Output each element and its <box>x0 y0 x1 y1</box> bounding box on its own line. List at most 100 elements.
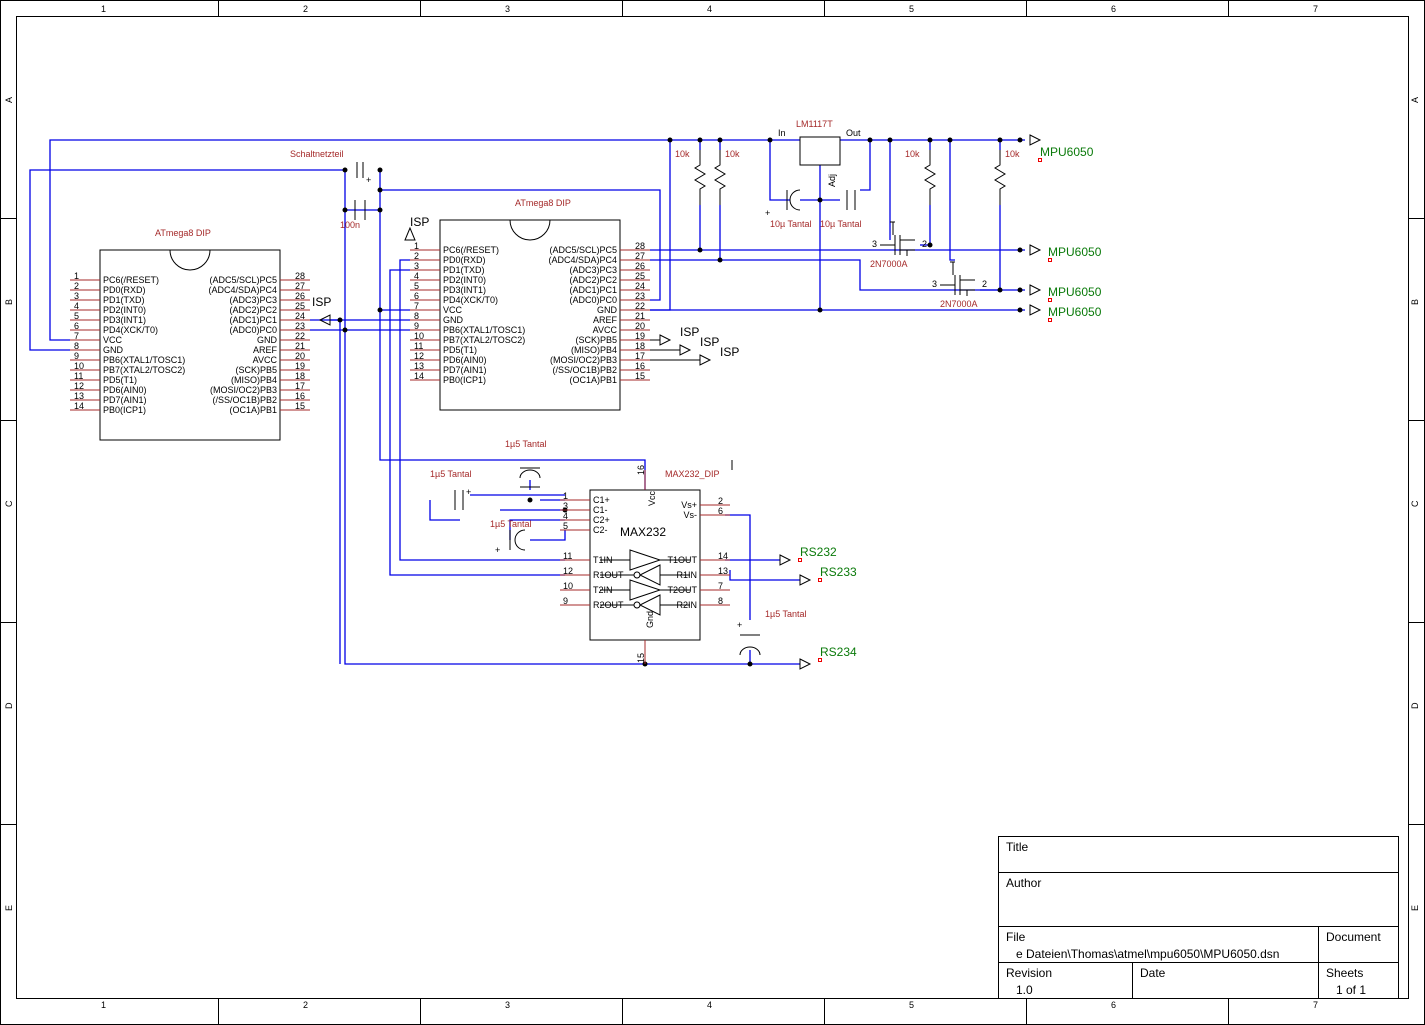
junction-dot <box>667 137 673 143</box>
net-rs233: RS233 <box>820 565 857 579</box>
ic2-pin-1-name: PC6(/RESET) <box>443 245 499 255</box>
ic1-pin-6-num: 6 <box>74 321 79 331</box>
ic1-pin-4-num: 4 <box>74 301 79 311</box>
max232-label: MAX232_DIP <box>665 469 720 479</box>
border-col-top: 6 <box>1111 4 1116 14</box>
r1-label: 10k <box>675 149 690 159</box>
border-row-left: C <box>4 500 14 507</box>
ic2-pin-23-num: 23 <box>635 291 645 301</box>
max232-pin-1-name: C1+ <box>593 495 610 505</box>
junction-dot <box>377 207 383 213</box>
ic1-pin-4-name: PD2(INT0) <box>103 305 146 315</box>
border-col-top: 7 <box>1313 4 1318 14</box>
ic2-pin-2-num: 2 <box>414 251 419 261</box>
junction-dot <box>867 137 873 143</box>
border-col-bottom: 1 <box>101 1000 106 1010</box>
ic2-label: ATmega8 DIP <box>515 198 571 208</box>
max232-pin-12-num: 12 <box>563 566 573 576</box>
max232-pin-11-num: 11 <box>563 551 572 561</box>
junction-dot <box>337 317 343 323</box>
max232-pin-1-num: 1 <box>563 491 568 501</box>
ic1-pin-26-num: 26 <box>295 291 305 301</box>
ic1-pin-20-num: 20 <box>295 351 305 361</box>
ic1-pin-21-num: 21 <box>295 341 305 351</box>
regulator-out: Out <box>846 128 861 138</box>
ic2-pin-3-name: PD1(TXD) <box>443 265 485 275</box>
q1-label: 2N7000A <box>870 259 908 269</box>
ic2-pin-12-name: PD6(AIN0) <box>443 355 487 365</box>
ic1-pin-9-name: PB6(XTAL1/TOSC1) <box>103 355 185 365</box>
net-isp-2: ISP <box>410 215 429 229</box>
ic2-pin-9-num: 9 <box>414 321 419 331</box>
ic1-pin-3-num: 3 <box>74 291 79 301</box>
regulator-lm1117: LM1117T In Out Adj <box>778 119 861 187</box>
ic2-pin-24-num: 24 <box>635 281 645 291</box>
junction-dot <box>997 287 1003 293</box>
ic1-pin-17-num: 17 <box>295 381 305 391</box>
border-row-left: A <box>4 97 14 103</box>
ic2-pin-12-num: 12 <box>414 351 424 361</box>
border-col-top: 3 <box>505 4 510 14</box>
port-marker <box>1048 298 1052 302</box>
svg-text:+: + <box>737 620 742 630</box>
max232-pin-13-num: 13 <box>718 566 728 576</box>
junction-dot <box>527 497 533 503</box>
ic2-pin-21-num: 21 <box>635 311 645 321</box>
border-col-top: 1 <box>101 4 106 14</box>
ic1-pin-1-num: 1 <box>74 271 79 281</box>
ic1-pin-9-num: 9 <box>74 351 79 361</box>
ic2-pin-15-name: (OC1A)PB1 <box>569 375 617 385</box>
junction-dot <box>1017 287 1023 293</box>
ic1-pin-10-name: PB7(XTAL2/TOSC2) <box>103 365 185 375</box>
max232-pin-9-num: 9 <box>563 596 568 606</box>
ic1-pin-23-num: 23 <box>295 321 305 331</box>
ic1-pin-8-name: GND <box>103 345 124 355</box>
ic2-pin-8-name: GND <box>443 315 464 325</box>
title-label: Title <box>1006 840 1029 854</box>
ic1-pin-7-num: 7 <box>74 331 79 341</box>
regulator-in: In <box>778 128 786 138</box>
ic2-pin-25-name: (ADC2)PC2 <box>569 275 617 285</box>
max232-pin-7-num: 7 <box>718 581 723 591</box>
ic1-pin-15-num: 15 <box>295 401 305 411</box>
ic2-pin-28-name: (ADC5/SCL)PC5 <box>549 245 617 255</box>
ic2-pin-17-name: (MOSI/OC2)PB3 <box>550 355 617 365</box>
max232-pin-14-num: 14 <box>718 551 728 561</box>
ic1-pin-14-num: 14 <box>74 401 84 411</box>
revision-value: 1.0 <box>1016 983 1033 997</box>
ic1-pin-28-name: (ADC5/SCL)PC5 <box>209 275 277 285</box>
ic2-pin-2-name: PD0(RXD) <box>443 255 486 265</box>
ic2-pin-15-num: 15 <box>635 371 645 381</box>
ic2-pin-26-name: (ADC3)PC3 <box>569 265 617 275</box>
ic2-pin-7-name: VCC <box>443 305 463 315</box>
net-mpu-3: MPU6050 <box>1048 285 1102 299</box>
ic1-pin-15-name: (OC1A)PB1 <box>229 405 277 415</box>
border-col-bottom: 6 <box>1111 1000 1116 1010</box>
revision-label: Revision <box>1006 966 1052 980</box>
junction-dot <box>377 307 383 313</box>
max232-pin-15-num: 15 <box>636 653 646 663</box>
ic1-pin-13-name: PD7(AIN1) <box>103 395 147 405</box>
max232-pin-5-name: C2- <box>593 525 608 535</box>
ic1-pin-28-num: 28 <box>295 271 305 281</box>
ic1-pin-2-name: PD0(RXD) <box>103 285 146 295</box>
port-marker <box>1038 158 1042 162</box>
max232-pin-6-name: Vs- <box>684 510 698 520</box>
net-isp-5: ISP <box>720 345 739 359</box>
ic1-pin-11-name: PD5(T1) <box>103 375 137 385</box>
ic1-pin-11-num: 11 <box>74 371 83 381</box>
ic1-pin-7-name: VCC <box>103 335 123 345</box>
ic1-pin-8-num: 8 <box>74 341 79 351</box>
net-mpu-2: MPU6050 <box>1048 245 1102 259</box>
ic2-pin-1-num: 1 <box>414 241 419 251</box>
ic2-pin-22-name: GND <box>597 305 618 315</box>
ic1-pin-5-name: PD3(INT1) <box>103 315 146 325</box>
ic2-pin-14-name: PB0(ICP1) <box>443 375 486 385</box>
max232-pin-5-num: 5 <box>563 521 568 531</box>
ic2-pin-6-name: PD4(XCK/T0) <box>443 295 498 305</box>
